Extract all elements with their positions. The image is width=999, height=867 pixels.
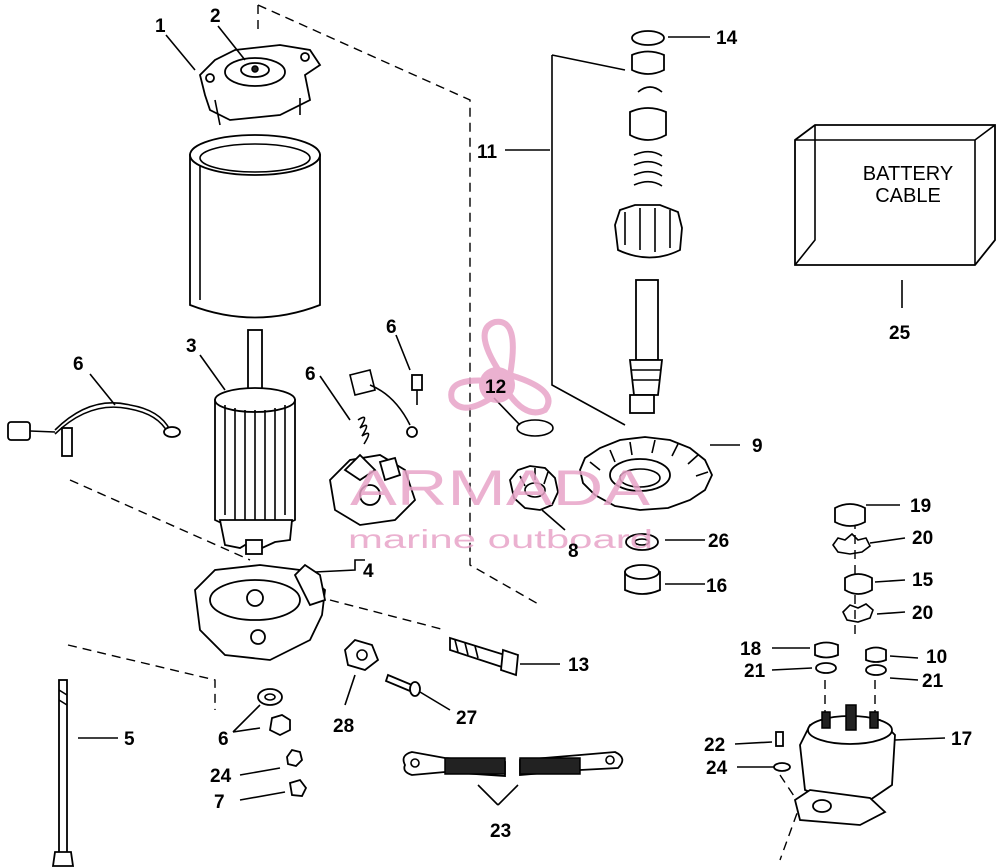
drive-assembly-part [551,30,683,426]
assembly-dashed-lines [67,4,876,861]
callout-15: 15 [912,570,934,591]
small-gear-part [509,465,559,511]
solenoid-part [793,704,896,826]
callout-3: 3 [186,336,197,357]
callout-18: 18 [740,639,761,660]
callout-6-wire: 6 [73,354,84,375]
callout-21-right: 21 [922,671,944,692]
callout-2: 2 [210,6,221,27]
callout-28: 28 [333,716,354,737]
large-gear-part [579,436,713,511]
callout-22: 22 [704,735,725,756]
callout-5: 5 [124,729,135,750]
callout-6-washer: 6 [218,729,229,750]
battery-cable-line1: BATTERY [863,163,953,185]
callout-26: 26 [708,531,729,552]
callout-7: 7 [214,792,225,813]
callout-6-brush: 6 [305,364,316,385]
lower-end-cap-part [194,563,327,661]
watermark-tagline: marine outboard [348,524,653,554]
callout-24-left: 24 [210,766,232,787]
callout-4: 4 [363,561,374,582]
callout-11: 11 [477,142,498,163]
wire-lead-part [7,402,181,457]
callout-27: 27 [456,708,477,729]
ground-cables-part [402,751,624,777]
callout-labels: 1 2 3 4 5 6 6 6 6 7 8 9 10 11 12 13 14 1… [73,6,972,842]
callout-19: 19 [910,496,931,517]
battery-cable-box: BATTERY CABLE [794,124,996,308]
callout-17: 17 [951,729,972,750]
callout-24-right: 24 [706,758,728,779]
callout-10: 10 [926,647,947,668]
battery-cable-line2: CABLE [875,185,941,207]
snap-ring-part [516,419,554,437]
callout-23: 23 [490,821,511,842]
brush-plate-part [329,369,423,526]
solenoid-hardware [773,503,887,772]
washer-nut-hardware [257,688,308,797]
end-cap-part [199,44,322,126]
callout-1: 1 [155,16,166,37]
callout-12: 12 [485,377,506,398]
propeller-logo-icon [448,318,552,416]
callout-13: 13 [568,655,589,676]
armada-watermark: ARMADA marine outboard [348,318,653,554]
washer-bushing-parts [624,533,661,595]
starter-housing-part [189,134,321,319]
callout-9: 9 [752,436,763,457]
callout-25: 25 [889,323,911,344]
callout-8: 8 [568,541,579,562]
callout-20-upper: 20 [912,528,933,549]
callout-20-lower: 20 [912,603,933,624]
watermark-brand: ARMADA [350,460,651,516]
callout-16: 16 [706,576,727,597]
callout-14: 14 [716,28,738,49]
through-bolt-part [51,679,75,867]
callout-21-left: 21 [744,661,766,682]
armature-part [214,329,296,555]
callout-6-screw: 6 [386,317,397,338]
bolt-screw-clamp-parts [344,636,519,697]
